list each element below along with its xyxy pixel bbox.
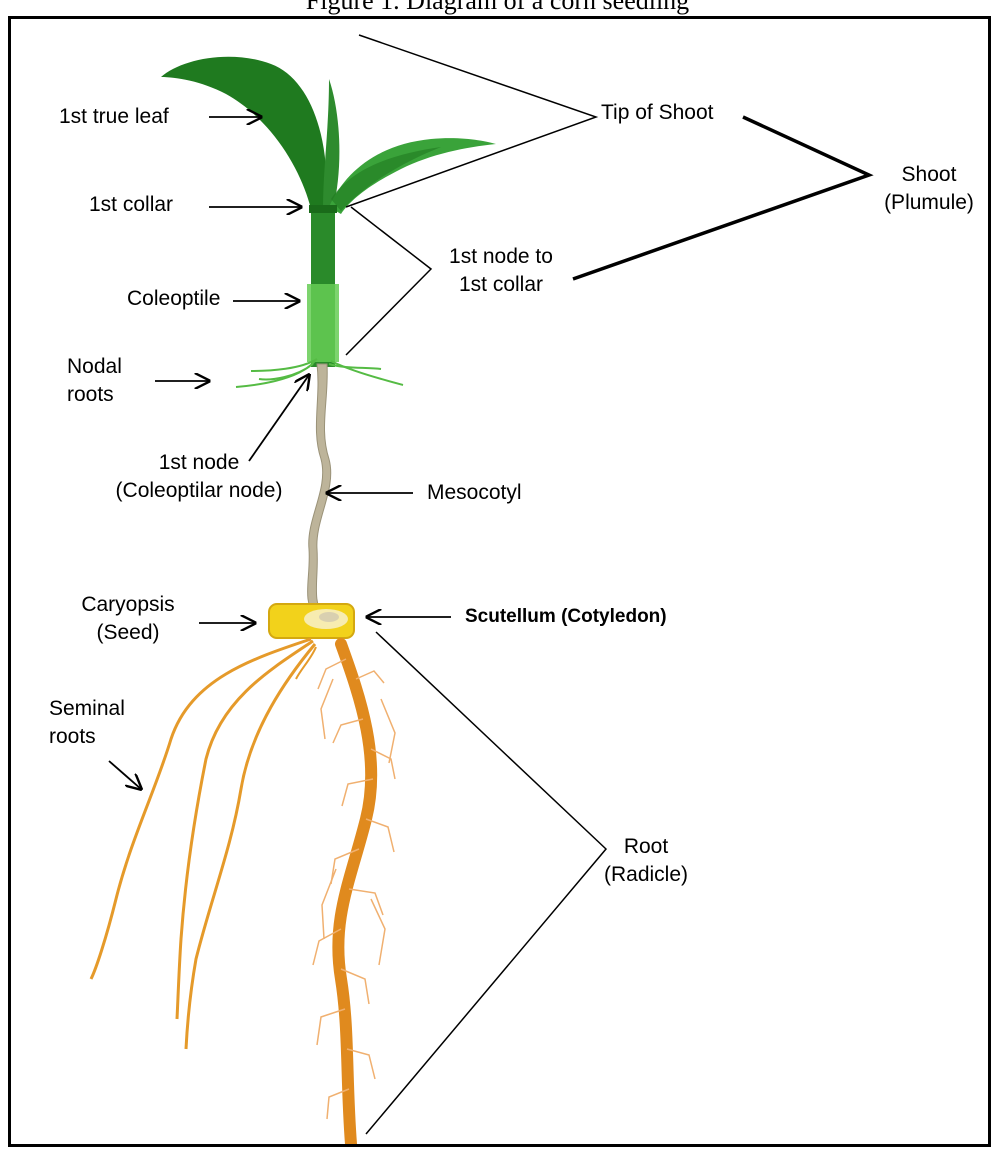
label-first-true-leaf: 1st true leaf <box>59 103 169 131</box>
primary-root <box>313 644 395 1144</box>
label-caryopsis-line2: (Seed) <box>63 619 193 647</box>
label-seminal-roots-line1: Seminal <box>49 695 125 723</box>
label-seminal-roots-line2: roots <box>49 723 125 751</box>
diagram-frame: 1st true leaf Tip of Shoot Shoot (Plumul… <box>8 16 991 1147</box>
bracket-root <box>366 632 606 1134</box>
arrow-seminal-roots <box>109 761 141 789</box>
coleoptile-sheath <box>307 284 339 362</box>
figure-caption: Figure 1. Diagram of a corn seedling <box>0 0 995 16</box>
label-caryopsis-line1: Caryopsis <box>63 591 193 619</box>
label-root-line1: Root <box>591 833 701 861</box>
seedling-illustration <box>11 19 991 1147</box>
label-root-line2: (Radicle) <box>591 861 701 889</box>
label-shoot: Shoot (Plumule) <box>869 161 989 217</box>
label-nodal-roots-line1: Nodal <box>67 353 122 381</box>
collar-ring <box>309 205 337 213</box>
first-true-leaf <box>161 57 327 209</box>
label-node-to-collar-line2: 1st collar <box>431 271 571 299</box>
stem <box>307 205 339 367</box>
label-mesocotyl: Mesocotyl <box>427 479 522 507</box>
label-node-to-collar: 1st node to 1st collar <box>431 243 571 299</box>
bracket-lines <box>346 35 606 1134</box>
bracket-tip-of-shoot <box>346 35 596 207</box>
seed <box>269 604 354 638</box>
label-caryopsis: Caryopsis (Seed) <box>63 591 193 647</box>
label-shoot-line2: (Plumule) <box>869 189 989 217</box>
label-coleoptile: Coleoptile <box>127 285 220 313</box>
label-nodal-roots: Nodal roots <box>67 353 122 409</box>
label-first-node-line2: (Coleoptilar node) <box>99 477 299 505</box>
mesocotyl <box>308 364 331 619</box>
label-first-collar: 1st collar <box>89 191 173 219</box>
label-nodal-roots-line2: roots <box>67 381 122 409</box>
label-first-node-line1: 1st node <box>99 449 299 477</box>
bracket-node-to-collar <box>346 207 431 355</box>
label-node-to-collar-line1: 1st node to <box>431 243 571 271</box>
label-scutellum: Scutellum (Cotyledon) <box>465 603 667 631</box>
label-root: Root (Radicle) <box>591 833 701 889</box>
leaves <box>161 57 496 214</box>
bracket-shoot <box>573 117 869 279</box>
label-seminal-roots: Seminal roots <box>49 695 125 751</box>
label-first-node: 1st node (Coleoptilar node) <box>99 449 299 505</box>
leaf-center-blade <box>323 79 339 209</box>
label-tip-of-shoot: Tip of Shoot <box>601 99 713 127</box>
label-shoot-line1: Shoot <box>869 161 989 189</box>
